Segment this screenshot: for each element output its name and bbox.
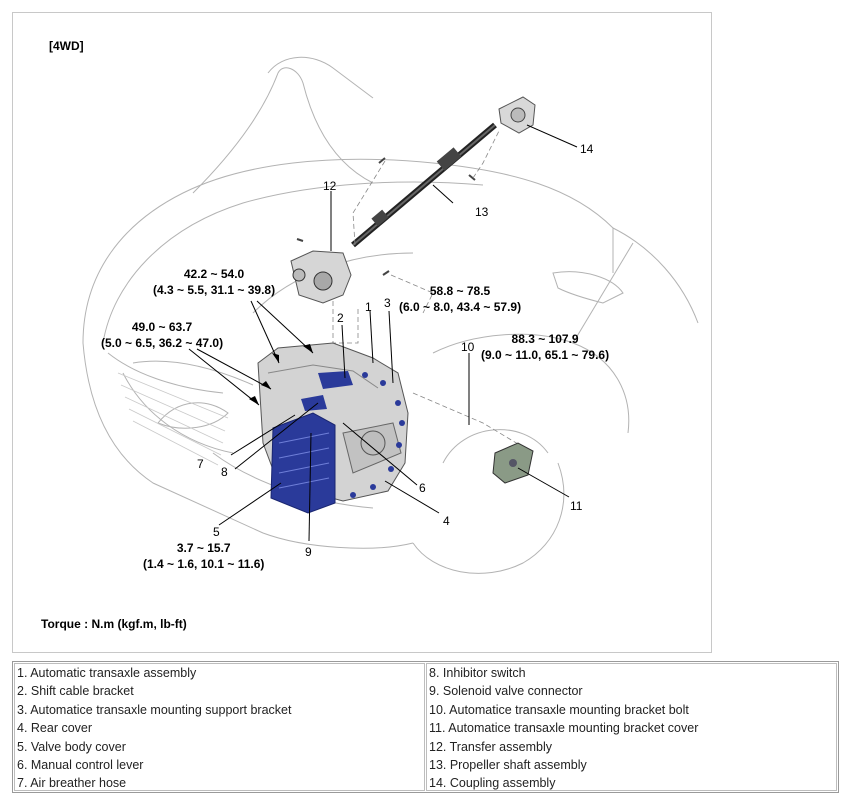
callout-6: 6 xyxy=(419,481,426,495)
grille-lines xyxy=(117,372,229,466)
callout-4: 4 xyxy=(443,514,450,528)
torque-value: 3.7 ~ 15.7 xyxy=(176,541,231,555)
callout-7: 7 xyxy=(197,457,204,471)
legend-item: 7. Air breather hose xyxy=(17,776,127,791)
transaxle-assembly-drawing xyxy=(257,342,409,514)
callout-1: 1 xyxy=(365,300,372,314)
torque-conversion: (9.0 ~ 11.0, 65.1 ~ 79.6) xyxy=(481,348,610,362)
legend-item: 13. Propeller shaft assembly xyxy=(429,758,587,773)
callout-12: 12 xyxy=(323,179,337,193)
legend-item: 4. Rear cover xyxy=(17,721,93,736)
legend-item: 1. Automatic transaxle assembly xyxy=(17,666,197,680)
legend-column-right: 8. Inhibitor switch 9. Solenoid valve co… xyxy=(426,663,837,791)
torque-conversion: (6.0 ~ 8.0, 43.4 ~ 57.9) xyxy=(399,300,522,314)
callout-3: 3 xyxy=(384,296,391,310)
torque-conversion: (4.3 ~ 5.5, 31.1 ~ 39.8) xyxy=(153,283,276,297)
legend-item: 14. Coupling assembly xyxy=(429,776,556,791)
legend-item: 8. Inhibitor switch xyxy=(429,666,526,680)
torque-conversion: (5.0 ~ 6.5, 36.2 ~ 47.0) xyxy=(101,336,224,350)
torque-value: 42.2 ~ 54.0 xyxy=(183,267,245,281)
legend-item: 10. Automatice transaxle mounting bracke… xyxy=(429,702,689,717)
legend-item: 3. Automatice transaxle mounting support… xyxy=(17,702,292,717)
torque-spec-transaxle-upper: 42.2 ~ 54.0 (4.3 ~ 5.5, 31.1 ~ 39.8) xyxy=(153,266,275,298)
vehicle-drawing xyxy=(82,56,699,574)
mounting-bracket-cover-drawing xyxy=(492,442,534,484)
torque-spec-valve-body: 3.7 ~ 15.7 (1.4 ~ 1.6, 10.1 ~ 11.6) xyxy=(143,540,264,572)
torque-spec-transaxle-lower: 49.0 ~ 63.7 (5.0 ~ 6.5, 36.2 ~ 47.0) xyxy=(101,319,223,351)
fastener-dots xyxy=(350,372,405,498)
legend-column-left: 1. Automatic transaxle assembly 2. Shift… xyxy=(14,663,425,791)
legend-item: 6. Manual control lever xyxy=(17,758,144,773)
torque-spec-mounting-bolt: 88.3 ~ 107.9 (9.0 ~ 11.0, 65.1 ~ 79.6) xyxy=(481,331,609,363)
leader-lines xyxy=(188,124,578,542)
drivetrain-header: [4WD] xyxy=(49,39,84,53)
legend-item: 2. Shift cable bracket xyxy=(17,684,134,699)
torque-conversion: (1.4 ~ 1.6, 10.1 ~ 11.6) xyxy=(143,557,265,571)
coupling-assembly-drawing xyxy=(498,96,536,134)
guide-lines xyxy=(332,130,534,454)
torque-value: 49.0 ~ 63.7 xyxy=(131,320,193,334)
callout-8: 8 xyxy=(221,465,228,479)
callout-9: 9 xyxy=(305,545,312,559)
legend-item: 11. Automatice transaxle mounting bracke… xyxy=(429,721,699,736)
legend-item: 12. Transfer assembly xyxy=(429,739,552,754)
bolts-drawing xyxy=(296,157,476,276)
callout-10: 10 xyxy=(461,340,475,354)
torque-spec-transfer: 58.8 ~ 78.5 (6.0 ~ 8.0, 43.4 ~ 57.9) xyxy=(399,283,521,315)
diagram-figure: [4WD] 42.2 ~ 54.0 (4.3 ~ 5.5, 31.1 ~ 39.… xyxy=(12,12,712,653)
leader-arrowheads xyxy=(249,344,313,405)
torque-value: 88.3 ~ 107.9 xyxy=(511,332,579,346)
legend-item: 9. Solenoid valve connector xyxy=(429,684,583,699)
callout-11: 11 xyxy=(570,499,583,513)
vehicle-body-outline xyxy=(82,56,699,574)
propeller-shaft-drawing xyxy=(351,122,497,248)
valve-body-ribs xyxy=(278,432,330,489)
torque-unit-label: Torque : N.m (kgf.m, lb-ft) xyxy=(41,617,187,631)
callout-13: 13 xyxy=(475,205,489,219)
transfer-assembly-drawing xyxy=(290,250,352,304)
parts-legend-table: 1. Automatic transaxle assembly 2. Shift… xyxy=(12,661,839,793)
legend-item: 5. Valve body cover xyxy=(17,739,126,754)
callout-2: 2 xyxy=(337,311,344,325)
callout-14: 14 xyxy=(580,142,594,156)
torque-value: 58.8 ~ 78.5 xyxy=(429,284,491,298)
callout-5: 5 xyxy=(213,525,220,539)
